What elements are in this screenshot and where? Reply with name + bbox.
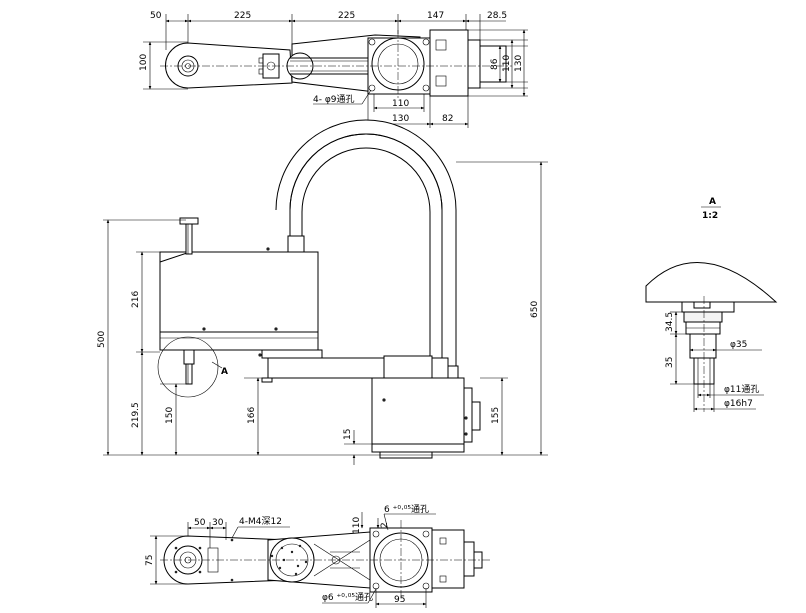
dim-side-500: 500	[97, 331, 107, 348]
side-view: A 500 216 219.5 150 166 15 155 650	[97, 119, 548, 465]
section-label-a: A	[221, 367, 228, 377]
dim-side-216: 216	[131, 291, 141, 308]
dim-bottom-2: 2	[380, 522, 390, 528]
dim-top-82: 82	[442, 114, 453, 124]
bottom-view: 50 30 4-M4深12 75 110 2 6 ⁺⁰·⁰⁵通孔 95 φ6 ⁺…	[145, 504, 490, 608]
dim-bottom-110: 110	[352, 517, 362, 534]
dim-bottom-75: 75	[145, 555, 155, 566]
dim-side-219-5: 219.5	[131, 402, 141, 428]
dim-top-28-5: 28.5	[487, 11, 507, 21]
dim-top-100: 100	[139, 54, 149, 71]
bottom-hole-top-note: 6 ⁺⁰·⁰⁵通孔	[384, 504, 429, 515]
dim-side-155: 155	[491, 407, 501, 424]
dim-top-147: 147	[427, 11, 444, 21]
dim-detail-phi11: φ11通孔	[724, 384, 759, 395]
dim-side-150: 150	[165, 407, 175, 424]
top-view: 50 225 225 147 28.5 100	[139, 11, 528, 128]
dim-side-650: 650	[530, 301, 540, 318]
dim-top-50: 50	[150, 11, 162, 21]
detail-scale: 1:2	[702, 211, 718, 221]
bottom-tap-note: 4-M4深12	[239, 516, 282, 527]
dim-top-225b: 225	[338, 11, 355, 21]
dim-top-130v: 130	[514, 55, 524, 72]
dim-bottom-95: 95	[394, 595, 405, 605]
dim-bottom-30: 30	[212, 518, 224, 528]
dim-side-15: 15	[343, 429, 353, 440]
dim-top-110h: 110	[392, 99, 409, 109]
dim-detail-35v: 35	[665, 357, 675, 368]
dim-detail-phi16: φ16h7	[724, 399, 753, 409]
dim-side-166: 166	[247, 407, 257, 424]
dim-detail-phi35: φ35	[730, 340, 747, 350]
dim-top-130h: 130	[392, 114, 409, 124]
detail-a-view: A 1:2 34.5 35 φ35 φ1	[645, 197, 778, 412]
dim-detail-34-5: 34.5	[665, 312, 675, 332]
dim-top-225a: 225	[234, 11, 251, 21]
top-hole-note: 4- φ9通孔	[313, 94, 355, 105]
dim-bottom-50: 50	[194, 518, 206, 528]
bottom-hole-bottom-note: φ6 ⁺⁰·⁰⁵通孔	[322, 592, 373, 603]
dim-top-86: 86	[490, 58, 500, 70]
dim-top-110v: 110	[502, 55, 512, 72]
detail-title: A	[709, 197, 716, 207]
